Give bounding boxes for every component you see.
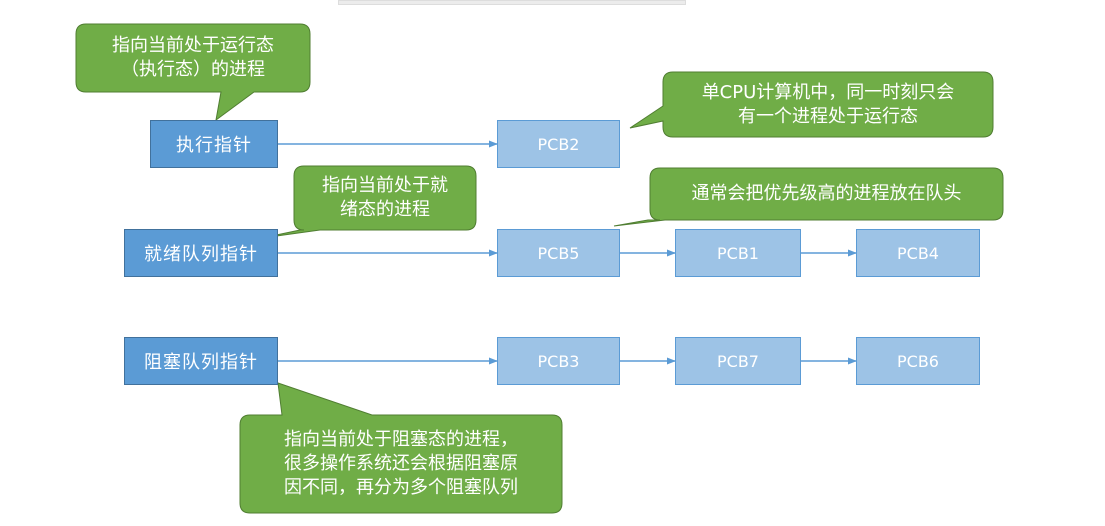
- callout-shape-single-cpu: [629, 71, 994, 138]
- callout-shape-running-pointer: [75, 23, 311, 122]
- callout-shape-ready-order: [613, 167, 1004, 227]
- callout-shape-blocked-pointer: [239, 382, 563, 514]
- callout-running-pointer-text: 指向当前处于运行态 （执行态）的进程: [112, 35, 274, 80]
- blocked-queue-pointer-label: 阻塞队列指针: [144, 352, 258, 373]
- pcb-blocked-3: PCB6: [856, 337, 980, 385]
- ready-queue-pointer-label: 就绪队列指针: [144, 244, 258, 265]
- pcb-label: PCB2: [537, 134, 580, 154]
- callout-shape-ready-pointer: [261, 165, 477, 239]
- ready-queue-pointer-box: 就绪队列指针: [124, 229, 278, 277]
- callout-blocked-pointer-text: 指向当前处于阻塞态的进程， 很多操作系统还会根据阻塞原 因不同，再分为多个阻塞队…: [284, 429, 518, 498]
- pcb-ready-2: PCB1: [675, 229, 801, 277]
- pcb-blocked-1: PCB3: [497, 337, 620, 385]
- pcb-running-1: PCB2: [497, 120, 620, 168]
- pcb-label: PCB7: [717, 351, 759, 371]
- pcb-ready-3: PCB4: [856, 229, 980, 277]
- callout-single-cpu-text: 单CPU计算机中，同一时刻只会 有一个进程处于运行态: [701, 81, 955, 127]
- pcb-label: PCB6: [897, 351, 939, 371]
- running-pointer-label: 执行指针: [176, 135, 252, 156]
- pcb-label: PCB1: [717, 243, 759, 263]
- callout-ready-order-text: 通常会把优先级高的进程放在队头: [691, 183, 962, 204]
- pcb-label: PCB5: [537, 243, 580, 263]
- callout-ready-pointer-text: 指向当前处于就 绪态的进程: [322, 175, 448, 220]
- running-pointer-box: 执行指针: [150, 120, 278, 168]
- pcb-ready-1: PCB5: [497, 229, 620, 277]
- blocked-queue-pointer-box: 阻塞队列指针: [124, 337, 278, 385]
- top-strip: [338, 0, 686, 5]
- pcb-label: PCB3: [537, 351, 580, 371]
- pcb-label: PCB4: [897, 243, 939, 263]
- pcb-blocked-2: PCB7: [675, 337, 801, 385]
